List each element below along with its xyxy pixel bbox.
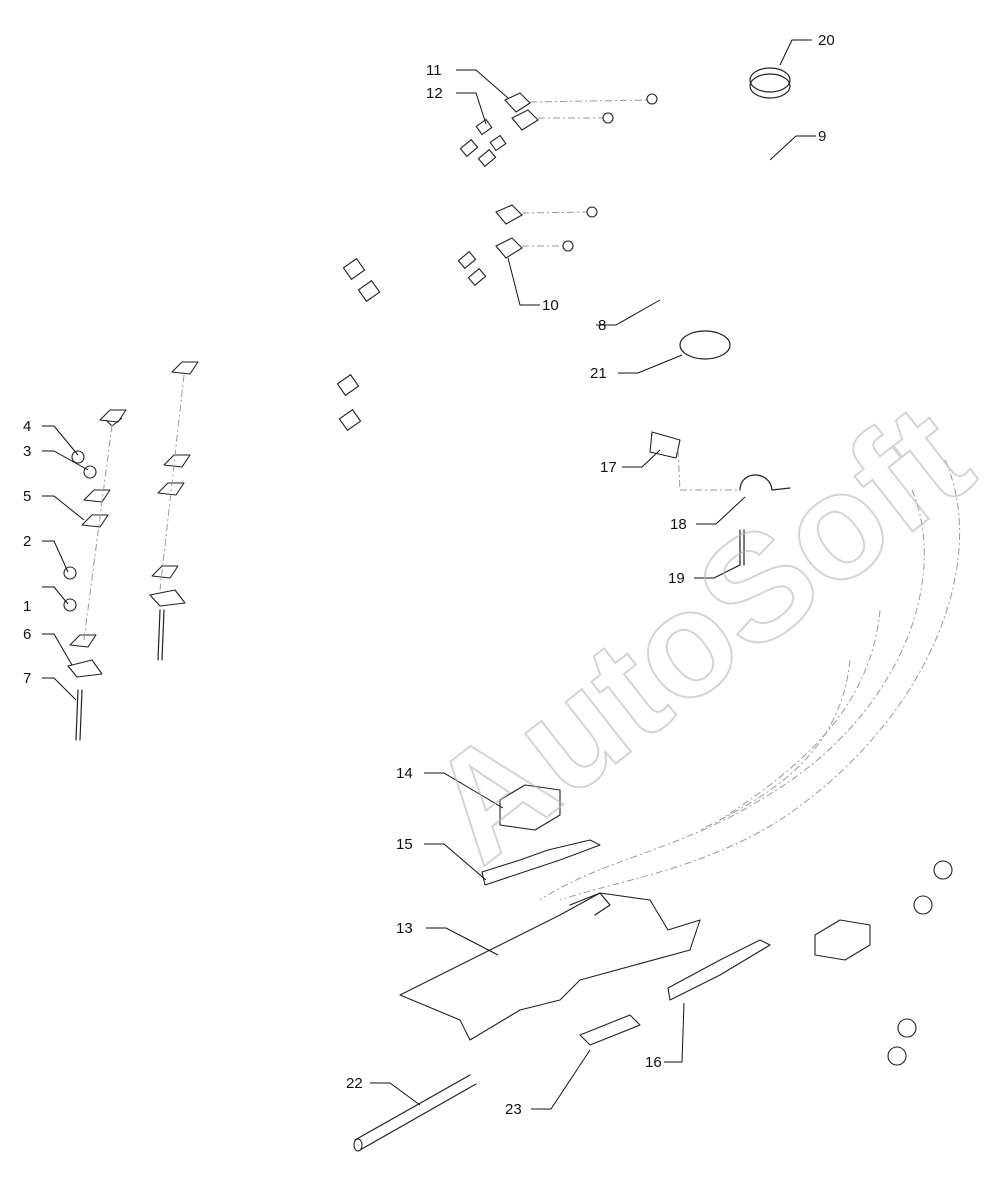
plate-6 [67, 659, 103, 678]
callout-11: 11 [426, 62, 442, 79]
watermark: AutoSoft [398, 371, 996, 893]
washer-12 [475, 118, 493, 136]
callout-7: 7 [23, 670, 31, 687]
fitting-11 [504, 92, 531, 113]
callout-14: 14 [396, 765, 413, 782]
hose-end-2 [63, 566, 77, 580]
bracket-16 [667, 939, 771, 1001]
clip-20 [749, 67, 791, 93]
callout-8: 8 [598, 317, 606, 334]
long-hoses [539, 93, 961, 901]
callout-10: 10 [542, 297, 559, 314]
block-14 [499, 784, 561, 831]
callout-5: 5 [23, 488, 31, 505]
fittings [475, 92, 651, 259]
callout-2: 2 [23, 533, 31, 550]
callout-17: 17 [600, 459, 617, 476]
lower-right-hoses [757, 827, 953, 1066]
callout-21: 21 [590, 365, 607, 382]
left-hose-group [63, 138, 497, 612]
pad-23 [579, 1014, 641, 1046]
hose-end-4 [71, 450, 85, 464]
callout-19: 19 [668, 570, 685, 587]
callout-23: 23 [505, 1101, 522, 1118]
band-clamp-21 [679, 330, 731, 360]
callout-4: 4 [23, 418, 31, 435]
callout-22: 22 [346, 1075, 363, 1092]
callout-9: 9 [818, 128, 826, 145]
callout-15: 15 [396, 836, 413, 853]
callout-3: 3 [23, 443, 31, 460]
plate-17 [649, 431, 681, 459]
hose-clamp-blocks [67, 361, 199, 741]
rod-22 [354, 1074, 471, 1141]
callout-labels: 1 2 3 4 5 6 7 8 9 10 11 12 13 14 15 16 1… [23, 32, 835, 1118]
callout-12: 12 [426, 85, 443, 102]
callout-6: 6 [23, 626, 31, 643]
hose-end-3 [83, 465, 97, 479]
leader-lines [42, 39, 816, 1110]
callout-16: 16 [645, 1054, 662, 1071]
callout-18: 18 [670, 516, 687, 533]
fitting-10 [495, 237, 523, 259]
plate-6-right [149, 589, 186, 607]
callout-13: 13 [396, 920, 413, 937]
bracket-15 [481, 839, 601, 886]
shield-plate-13 [399, 892, 701, 1041]
block-14-right [814, 919, 871, 961]
callout-1: 1 [23, 598, 31, 615]
p-clamp-18 [739, 474, 791, 491]
callout-20: 20 [818, 32, 835, 49]
